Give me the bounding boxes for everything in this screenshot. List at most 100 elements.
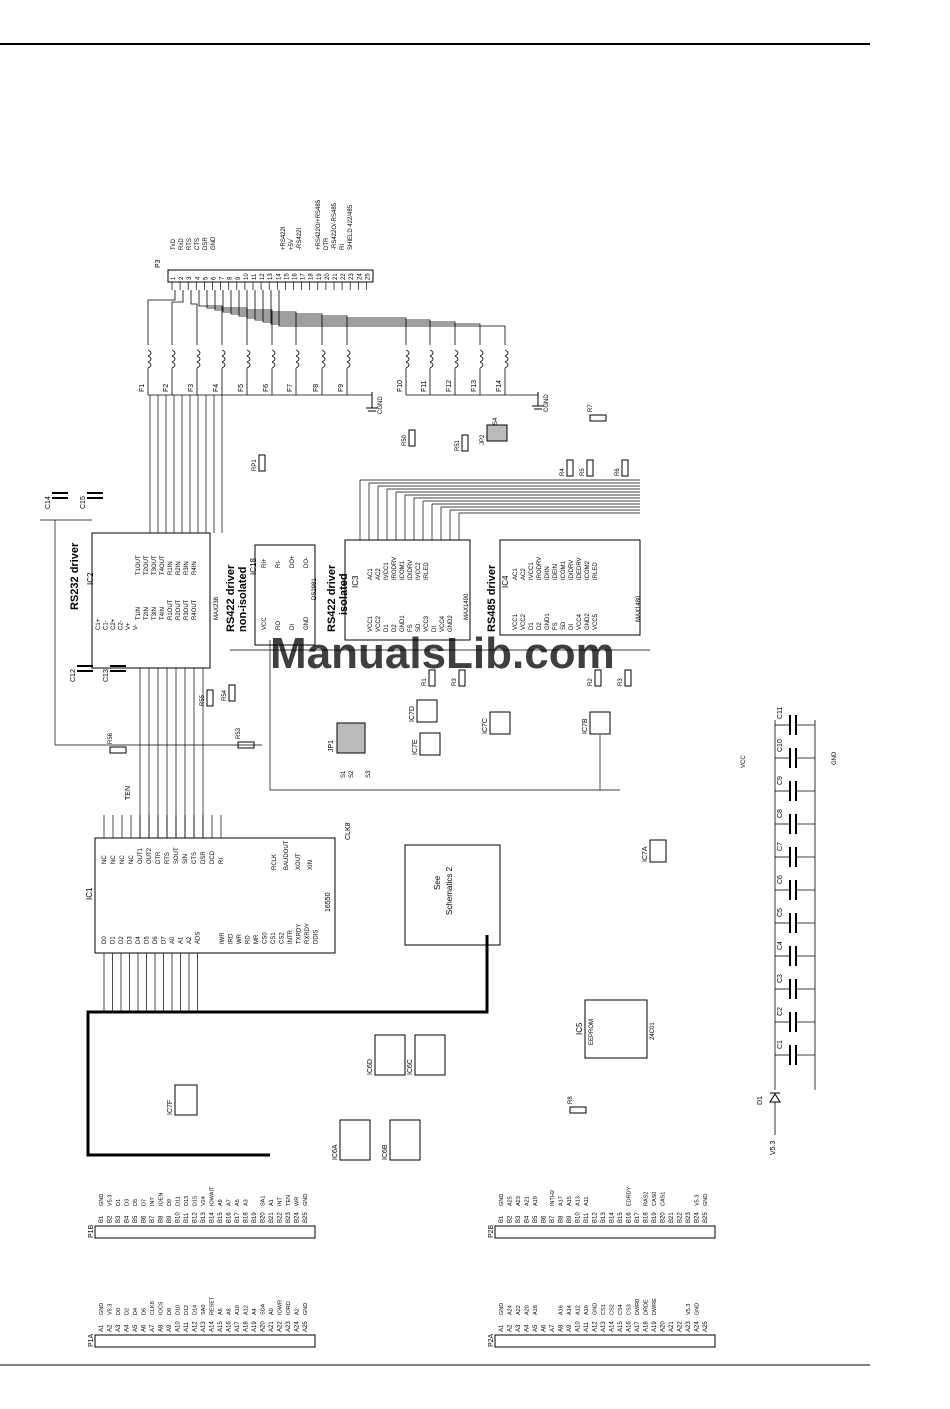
see-label: See (433, 875, 442, 890)
connector-pin: A1 (99, 1324, 105, 1332)
ic1-pin-label: OUT1 (138, 847, 144, 864)
iobus-line (86, 935, 489, 1157)
gate-label: IC7A (642, 846, 649, 862)
connector-pin: A2 (108, 1324, 114, 1332)
connector-pin: B4 (125, 1215, 131, 1223)
ic1-pin-label: OUT2 (147, 847, 153, 864)
connector-pin: B24 (295, 1212, 301, 1223)
gate-label: IC7C (482, 718, 489, 734)
ic2-pin-label: T4IN (160, 607, 166, 620)
connector-signal: INT (150, 1197, 156, 1207)
fuse-f9: F9 (338, 349, 351, 395)
ic1-pin-label: NC (120, 855, 126, 864)
ic4-pin-label: IDEIN (553, 564, 559, 580)
fuse-label: F10 (397, 380, 404, 392)
cap-c4: C4 (775, 941, 815, 966)
p3-signal-label: +RS422O/+RS485 (316, 199, 322, 250)
ic1-pin-label: A2 (187, 936, 193, 944)
fuse-label: F3 (188, 384, 195, 392)
resistor-r5: R5 (580, 459, 594, 477)
connector-pin: A23 (686, 1321, 692, 1332)
connector-label: P2B (488, 1224, 495, 1238)
resistor-label: R7 (588, 404, 594, 412)
resistor-label: R51 (455, 439, 461, 451)
ic1-pin-label: IRD (229, 933, 235, 944)
connector-pin: B16 (227, 1212, 233, 1223)
wiring (40, 395, 650, 838)
p3-pin-number: 8 (228, 276, 234, 280)
connector-signal: V24 (201, 1196, 207, 1206)
cap-label: C13 (103, 669, 110, 682)
fuse-f11: F11 (421, 349, 434, 395)
connector-pin: A22 (678, 1321, 684, 1332)
ic1-part: 16550 (325, 892, 332, 912)
connector-signal: D4 (133, 1308, 139, 1315)
cap-c13: C13 (103, 665, 126, 682)
gate-label: IC6C (407, 1059, 414, 1075)
connector-signal: D15 (193, 1196, 199, 1206)
ic3-pin-label: AC2 (376, 568, 382, 580)
connector-signal: A9 (218, 1199, 224, 1206)
fuse-label: F12 (446, 380, 453, 392)
p3-signal-label: DSR (203, 237, 209, 250)
connector-signal: A11 (584, 1197, 590, 1206)
gnd-label: GND (832, 751, 838, 765)
jumper-label: JP1 (328, 740, 335, 752)
connector-pin: B17 (235, 1212, 241, 1223)
connector-signal: A19 (533, 1196, 539, 1206)
resistor-label: R5 (580, 468, 586, 476)
connector-signal: GND (499, 1303, 505, 1315)
connector-signal: GND (303, 1303, 309, 1315)
connector-signal: A23 (516, 1196, 522, 1206)
connector-pin: B25 (303, 1212, 309, 1223)
ic1-pin-label: CS0 (263, 932, 269, 944)
connector-pin: A20 (661, 1321, 667, 1332)
p3-pin-number: 2 (179, 276, 185, 280)
ic18-part: DS2981 (312, 578, 318, 600)
ic1-pin-label: NC (102, 855, 108, 864)
connector-signal: D11 (176, 1196, 182, 1206)
connector-pin: A8 (159, 1324, 165, 1332)
ic2-pin-label: R3OUT (184, 599, 190, 620)
p3-signal-label: -RS422I (297, 228, 303, 250)
connector-pin: B3 (116, 1215, 122, 1223)
connector-pin: A13 (201, 1321, 207, 1332)
p3-pin-number: 7 (220, 276, 226, 280)
ic4-pin-label: IDEDRV (577, 557, 583, 580)
connector-signal: V5.3 (108, 1304, 114, 1315)
gate-ic7c: IC7C (482, 711, 511, 735)
block-title-rs485: RS485 driver (486, 564, 498, 632)
connector-pin: B4 (525, 1215, 531, 1223)
ic4-pin-label: ICOM2 (585, 560, 591, 580)
gate-ic7d: IC7D (409, 699, 438, 723)
gate-label: IC7D (409, 706, 416, 722)
ic1-pin-label: RD (246, 935, 252, 944)
cap-c1: C1 (775, 1040, 815, 1065)
connector-pin: A3 (516, 1324, 522, 1332)
ic4-pin-label: DI (569, 624, 575, 630)
fuse-f2: F2 (163, 349, 176, 395)
connector-pin: A17 (235, 1321, 241, 1332)
ic4-pin-label: IRODRV (537, 557, 543, 580)
ic3-pin-label: VCC2 (376, 615, 382, 632)
ic1-pin-label: NC (129, 855, 135, 864)
ic2-pin-label: C2- (119, 620, 125, 630)
connector-signal: IOCS (159, 1301, 165, 1315)
ic4-pin-label: IRLED (593, 562, 599, 580)
resistor-label: RP1 (252, 459, 258, 471)
ic3-pin-label: IRODRV (392, 557, 398, 580)
ic4-pin-label: GND2 (585, 613, 591, 630)
ic1-pin-label: RCLK (272, 854, 278, 870)
ic1-pin-label: CS1 (271, 932, 277, 944)
connector-pin: B18 (644, 1212, 650, 1223)
connector-pin: B2 (508, 1215, 514, 1223)
ic3-pin-label: SD (416, 623, 422, 632)
ic1-pin-label: DCD (210, 850, 216, 864)
ic5-part: 24C01 (650, 1022, 656, 1040)
cgnd-symbol (366, 392, 544, 412)
connector-signal: A7 (227, 1199, 233, 1206)
ic3-pin-label: IVCC1 (384, 562, 390, 580)
connector-pin: B8 (159, 1215, 165, 1223)
